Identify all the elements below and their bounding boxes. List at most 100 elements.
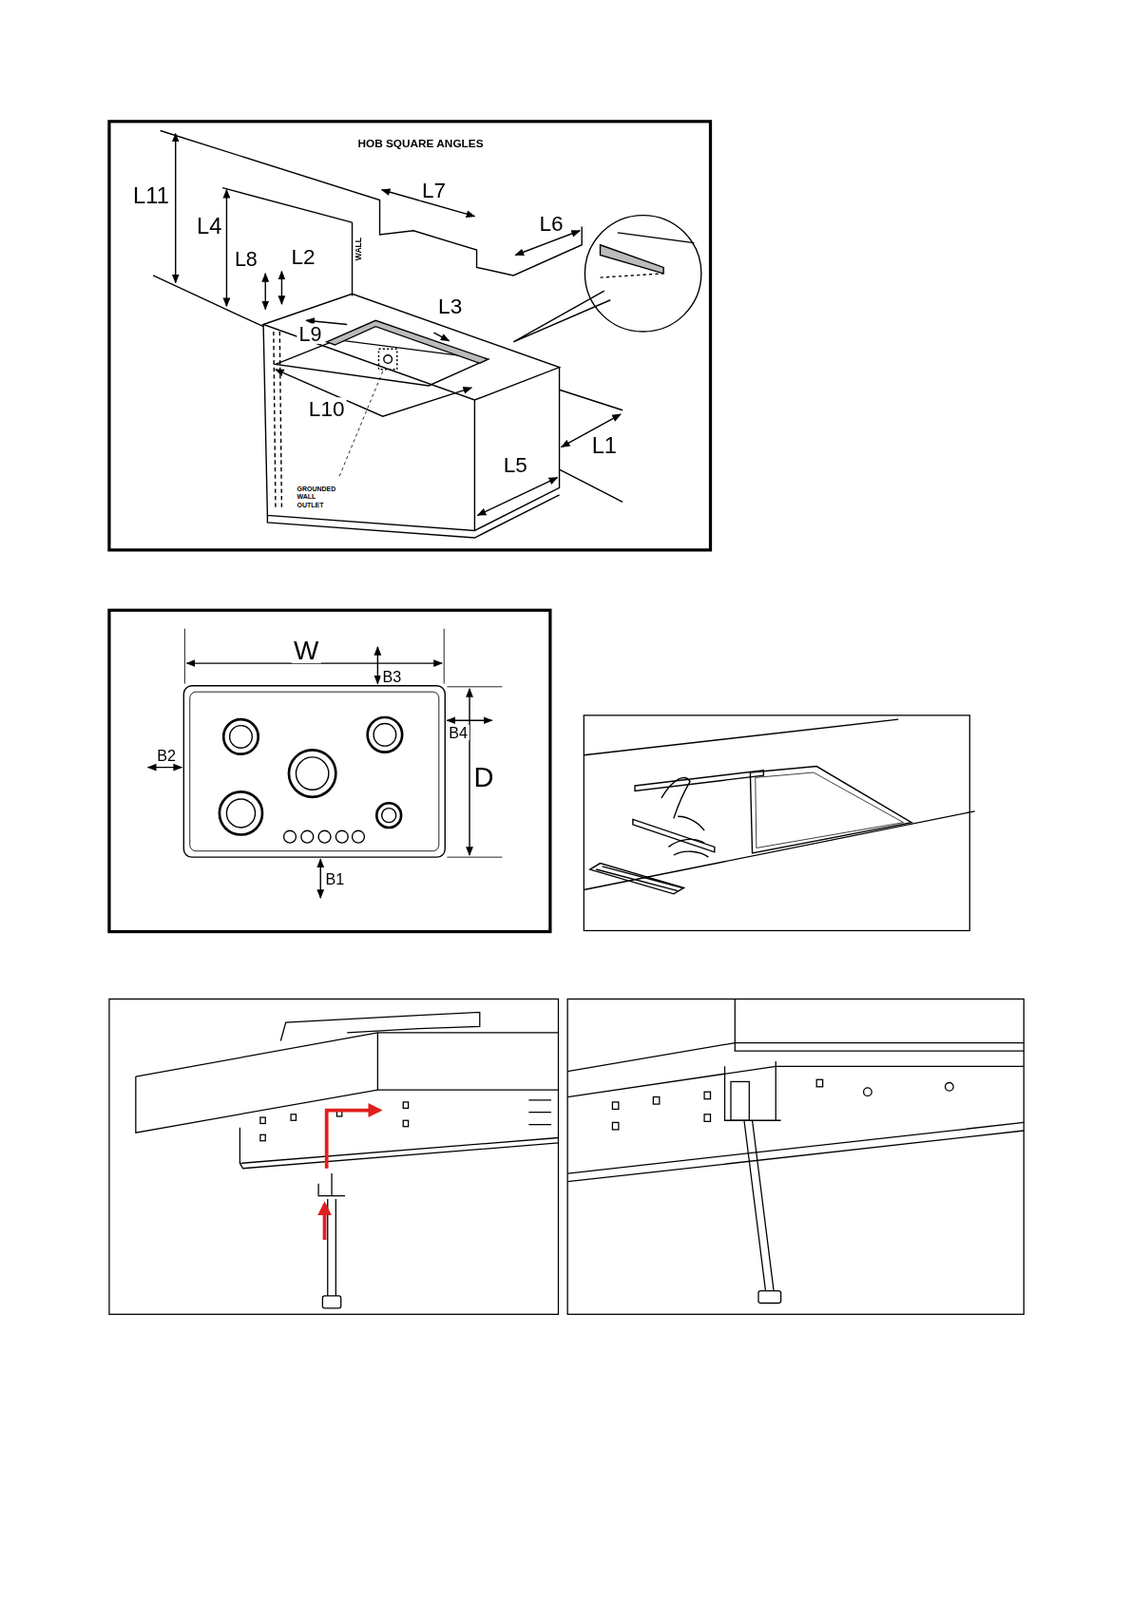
dimension-label: L9 — [296, 323, 324, 344]
dimension-label: B4 — [446, 725, 470, 741]
wall-base-line — [153, 275, 264, 327]
casing-slot — [260, 1117, 266, 1124]
bracket-frame — [725, 1061, 782, 1121]
hob-cutout — [275, 340, 488, 386]
control-knob — [284, 830, 297, 844]
casing-slot — [652, 1097, 659, 1106]
dimension-line — [433, 332, 449, 342]
worktop-slab — [135, 1033, 559, 1133]
burner — [288, 749, 336, 797]
dimension-label: B1 — [323, 871, 346, 887]
red-arrow — [326, 1111, 381, 1170]
dimension-label: L5 — [501, 453, 530, 476]
casing-slot — [528, 1100, 552, 1126]
dimension-line — [468, 689, 470, 856]
panel-frame — [583, 715, 970, 932]
outlet-note: GROUNDED WALL OUTLET — [294, 485, 342, 509]
detail-line — [617, 232, 695, 244]
fixing-bracket — [318, 1173, 346, 1197]
control-knob — [318, 830, 331, 844]
burner — [376, 803, 402, 828]
seal-strip — [632, 819, 715, 852]
dimension-label: L2 — [288, 245, 317, 268]
red-arrow — [323, 1204, 327, 1241]
extension-line — [184, 629, 444, 685]
fixing-screw — [327, 1199, 337, 1297]
detail-magnifier — [584, 215, 701, 332]
burner — [226, 799, 255, 828]
upper-cabinet-line — [160, 130, 583, 276]
burner — [223, 719, 259, 755]
casing-slot — [290, 1114, 296, 1121]
screw-head — [322, 1296, 341, 1309]
dimension-line — [478, 478, 558, 517]
seal-strip — [634, 770, 764, 791]
burner — [382, 808, 397, 824]
cabinet-front — [263, 325, 475, 532]
hob-inner-edge — [190, 691, 440, 852]
extension-line — [222, 188, 352, 224]
outlet-box — [378, 348, 397, 369]
wall-edge — [351, 222, 353, 296]
hob-top — [280, 1012, 480, 1041]
dimension-label: L10 — [306, 397, 347, 420]
dimension-line — [148, 766, 182, 768]
hand-sketch — [661, 778, 705, 832]
screw-head — [758, 1291, 782, 1304]
extension-line — [446, 687, 502, 858]
panel-frame — [109, 610, 551, 932]
dimension-label: L4 — [194, 215, 225, 239]
dimension-label: L11 — [131, 184, 172, 208]
worktop-edge — [583, 811, 975, 891]
panel-frame — [109, 998, 559, 1315]
dimension-line — [281, 271, 283, 305]
hob-outline — [183, 686, 445, 858]
worktop-slab — [567, 998, 1024, 1072]
cabinet-door-edge — [273, 331, 283, 511]
casing-slot — [704, 1114, 710, 1123]
control-knob — [352, 830, 365, 844]
dimension-line — [320, 859, 322, 899]
burner — [219, 791, 263, 835]
hob-cutout — [749, 766, 912, 854]
hand-sketch — [668, 839, 709, 858]
dimension-line — [377, 647, 379, 685]
cutout-shading — [326, 320, 489, 364]
diagram-title: HOB SQUARE ANGLES — [355, 138, 485, 151]
casing-slot — [402, 1102, 408, 1109]
casing-slot — [260, 1134, 266, 1141]
worktop-edge — [583, 719, 899, 756]
casing-slot — [704, 1092, 710, 1100]
dimension-label: L8 — [232, 249, 260, 269]
casing-slot — [402, 1120, 408, 1127]
fixing-screw — [744, 1120, 774, 1291]
panel-frame — [567, 998, 1024, 1315]
hob-casing — [239, 1128, 558, 1170]
leader-line — [339, 371, 384, 479]
fixing-bracket — [730, 1081, 749, 1121]
detail-pointer — [513, 290, 611, 343]
dimension-label: L3 — [436, 295, 464, 318]
hob-cutout — [755, 772, 904, 848]
dimension-label: L7 — [420, 178, 448, 201]
control-knob — [335, 830, 348, 844]
dimension-line — [515, 230, 580, 256]
dimension-label: B2 — [154, 747, 178, 764]
wall-base-line — [559, 389, 624, 502]
hob-casing — [567, 1066, 1024, 1182]
casing-slot — [612, 1122, 618, 1131]
casing-slot — [816, 1079, 823, 1088]
outlet-symbol — [383, 355, 393, 365]
casing-hole — [945, 1083, 955, 1093]
panel-frame — [109, 121, 711, 551]
dimension-line — [174, 134, 176, 284]
detail-shading — [600, 245, 665, 274]
burner — [295, 757, 328, 790]
dimension-line — [265, 273, 267, 310]
cabinet-side — [474, 367, 559, 532]
burner — [373, 723, 397, 747]
seal-strip — [590, 863, 685, 895]
burner — [230, 726, 253, 749]
casing-slot — [612, 1102, 618, 1111]
